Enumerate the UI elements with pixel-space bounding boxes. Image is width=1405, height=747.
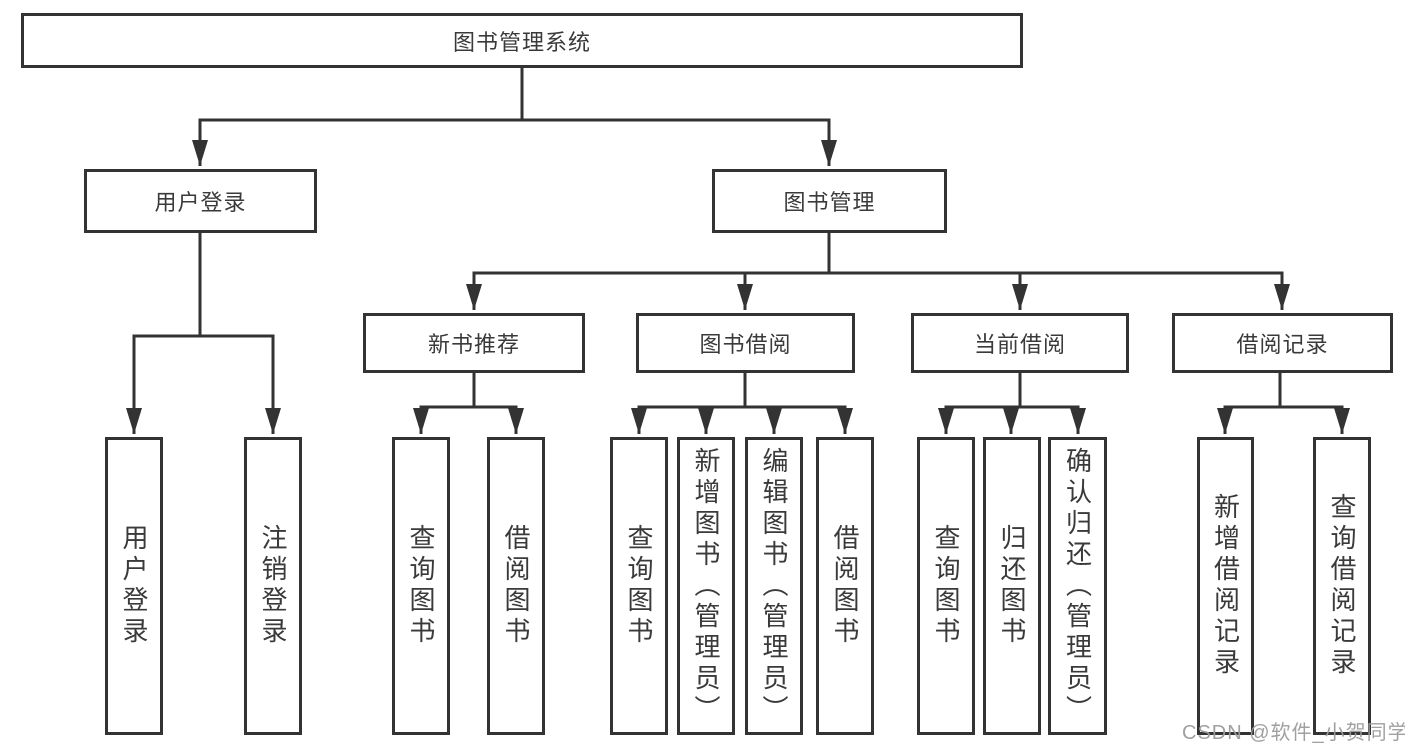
node-book-borrow: 图书借阅 (636, 313, 855, 373)
node-current-borrow: 当前借阅 (911, 313, 1129, 373)
leaf-cb-confirm-return-admin-label: 确认归还（管理员） (1062, 446, 1093, 726)
user-login-connector (126, 233, 281, 434)
borrow-records-connector (1217, 373, 1350, 434)
leaf-cb-return-book: 归还图书 (983, 437, 1041, 735)
node-new-book-recommend-label: 新书推荐 (427, 332, 520, 357)
node-book-borrow-label: 图书借阅 (699, 332, 792, 357)
leaf-bb-query-book: 查询图书 (610, 437, 668, 735)
node-new-book-recommend: 新书推荐 (363, 313, 585, 373)
leaf-bb-edit-book-admin-label: 编辑图书（管理员） (759, 446, 789, 726)
leaf-br-query-record: 查询借阅记录 (1313, 437, 1371, 735)
leaf-nbr-query-book: 查询图书 (392, 437, 450, 735)
leaf-logout: 注销登录 (244, 437, 302, 735)
leaf-br-add-record-label: 新增借阅记录 (1210, 493, 1241, 679)
leaf-cb-confirm-return-admin: 确认归还（管理员） (1048, 437, 1107, 735)
leaf-nbr-borrow-book-label: 借阅图书 (501, 524, 531, 648)
book-borrow-connector (631, 373, 853, 434)
leaf-bb-borrow-book: 借阅图书 (816, 437, 874, 735)
leaf-cb-query-book: 查询图书 (917, 437, 975, 735)
node-book-management-label: 图书管理 (783, 190, 876, 215)
node-book-management: 图书管理 (712, 169, 947, 233)
leaf-logout-label: 注销登录 (258, 524, 288, 648)
leaf-bb-add-book-admin: 新增图书（管理员） (677, 437, 735, 735)
leaf-bb-edit-book-admin: 编辑图书（管理员） (745, 437, 803, 735)
node-borrow-records-label: 借阅记录 (1236, 332, 1329, 357)
leaf-cb-return-book-label: 归还图书 (997, 524, 1027, 648)
current-borrow-connector (938, 373, 1086, 434)
node-user-login: 用户登录 (84, 169, 317, 233)
book-management-connector (466, 233, 1290, 310)
node-user-login-label: 用户登录 (154, 190, 247, 215)
leaf-user-login: 用户登录 (105, 437, 163, 735)
new-book-connector (413, 373, 524, 434)
node-root: 图书管理系统 (21, 13, 1023, 68)
leaf-nbr-query-book-label: 查询图书 (406, 524, 436, 648)
leaf-bb-borrow-book-label: 借阅图书 (830, 524, 860, 648)
leaf-nbr-borrow-book: 借阅图书 (487, 437, 545, 735)
leaf-cb-query-book-label: 查询图书 (931, 524, 961, 648)
leaf-user-login-label: 用户登录 (119, 524, 149, 648)
csdn-watermark: CSDN @软件_小贺同学 (1182, 722, 1405, 744)
node-borrow-records: 借阅记录 (1172, 313, 1393, 373)
leaf-bb-add-book-admin-label: 新增图书（管理员） (691, 446, 721, 726)
leaf-br-add-record: 新增借阅记录 (1197, 437, 1254, 735)
leaf-br-query-record-label: 查询借阅记录 (1327, 493, 1357, 679)
node-current-borrow-label: 当前借阅 (973, 332, 1066, 357)
node-root-label: 图书管理系统 (452, 29, 591, 55)
root-connector (192, 68, 837, 166)
leaf-bb-query-book-label: 查询图书 (624, 524, 654, 648)
